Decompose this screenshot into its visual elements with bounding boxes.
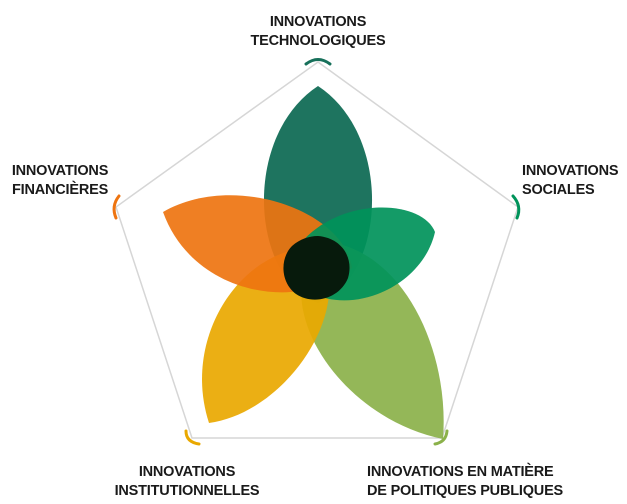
label-innovations-financieres: INNOVATIONS FINANCIÈRES bbox=[11, 163, 109, 198]
vertex-tick-left bbox=[112, 194, 121, 220]
vertex-tick-top bbox=[304, 58, 332, 66]
pentagon-outline bbox=[115, 61, 519, 439]
vertex-tick-bottom-left bbox=[184, 429, 201, 446]
vertex-tick-bottom-right bbox=[433, 429, 449, 446]
label-innovations-institutionnelles: INNOVATIONS INSTITUTIONNELLES bbox=[114, 464, 260, 499]
label-innovations-technologiques: INNOVATIONS TECHNOLOGIQUES bbox=[250, 14, 386, 49]
center-core bbox=[283, 236, 350, 300]
label-innovations-sociales: INNOVATIONS SOCIALES bbox=[522, 163, 619, 198]
label-innovations-politiques-publiques: INNOVATIONS EN MATIÈRE DE POLITIQUES PUB… bbox=[367, 464, 564, 499]
vertex-tick-right bbox=[511, 194, 521, 220]
